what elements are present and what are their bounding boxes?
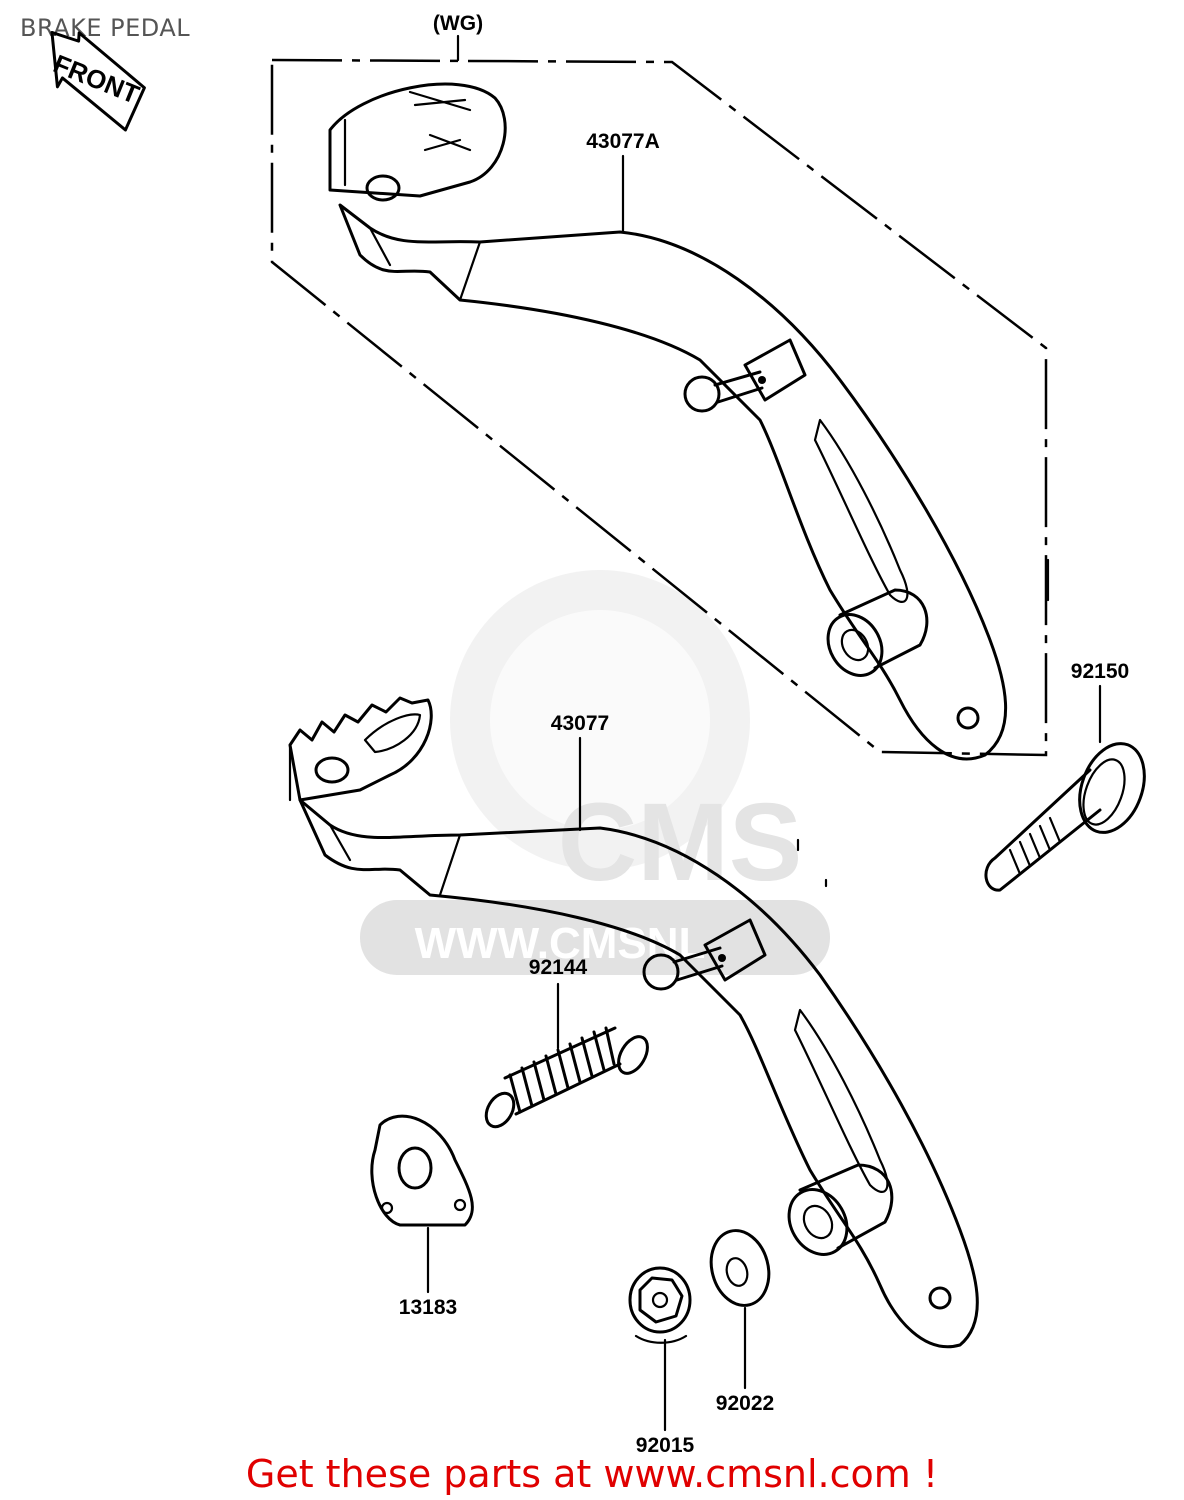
nut-92015 bbox=[628, 1266, 692, 1344]
label-92015: 92015 bbox=[636, 1434, 695, 1457]
front-label: FRONT bbox=[49, 48, 143, 109]
plate-13183 bbox=[370, 1114, 474, 1227]
label-43077: 43077 bbox=[551, 712, 609, 735]
spring-92144 bbox=[484, 1026, 649, 1129]
brake-pedal bbox=[288, 696, 979, 1349]
front-arrow-icon: FRONT bbox=[49, 30, 146, 132]
watermark: CMS WWW.CMSNL bbox=[360, 570, 830, 975]
label-43077A: 43077A bbox=[586, 130, 660, 153]
variant-label: (WG) bbox=[433, 12, 483, 35]
label-92150: 92150 bbox=[1071, 660, 1129, 683]
label-13183: 13183 bbox=[399, 1296, 457, 1319]
brake-pedal-wg bbox=[328, 82, 1007, 761]
footer-promo-text: Get these parts at www.cmsnl.com ! bbox=[245, 1452, 939, 1496]
label-92022: 92022 bbox=[716, 1392, 774, 1415]
watermark-logo: CMS bbox=[558, 781, 802, 904]
washer-92022 bbox=[709, 1229, 771, 1307]
label-92144: 92144 bbox=[529, 956, 588, 979]
variant-box bbox=[270, 58, 1048, 757]
page-title: BRAKE PEDAL bbox=[20, 14, 191, 42]
bolt-92150 bbox=[984, 742, 1146, 892]
